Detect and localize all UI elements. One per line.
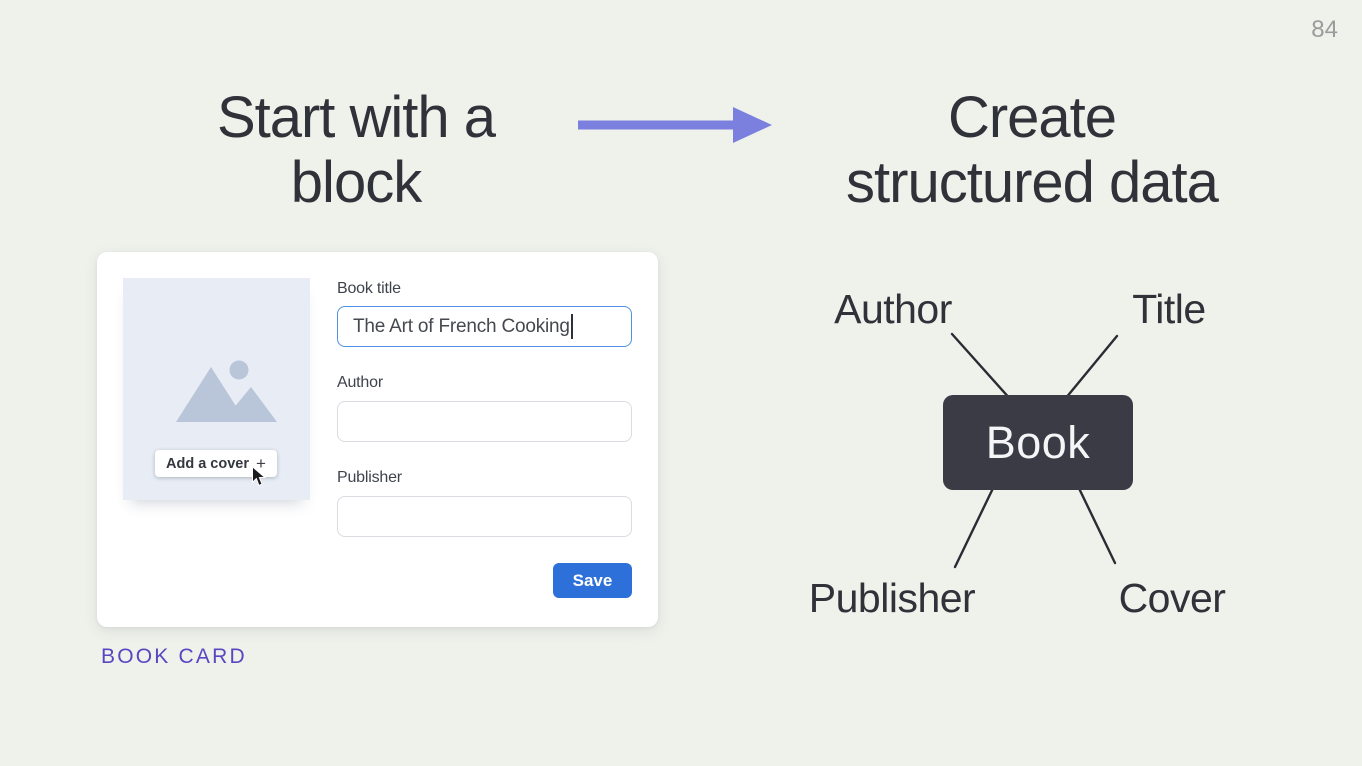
heading-left: Start with a block [96, 85, 616, 215]
book-title-input[interactable]: The Art of French Cooking [337, 306, 632, 347]
diagram-node-book: Book [943, 395, 1133, 490]
diagram-node-publisher: Publisher [808, 575, 976, 621]
author-input[interactable] [337, 401, 632, 442]
heading-left-line1: Start with a [216, 85, 496, 150]
publisher-input[interactable] [337, 496, 632, 537]
diagram-node-title: Title [1132, 286, 1206, 332]
book-title-label: Book title [337, 280, 401, 297]
publisher-label: Publisher [337, 469, 402, 486]
diagram-node-cover: Cover [1118, 575, 1226, 621]
plus-icon: + [256, 453, 266, 473]
mouse-cursor-icon [252, 466, 267, 487]
heading-right-line2: structured data [846, 150, 1219, 215]
heading-right-line1: Create [947, 85, 1117, 150]
save-button[interactable]: Save [553, 563, 632, 598]
book-title-value: The Art of French Cooking [353, 315, 570, 337]
diagram-node-author: Author [834, 286, 952, 332]
book-card: Add a cover + Book title The Art of Fren… [97, 252, 658, 627]
heading-right: Create structured data [772, 85, 1292, 215]
author-label: Author [337, 374, 383, 391]
image-icon [176, 360, 277, 422]
heading-left-line2: block [290, 150, 422, 215]
text-caret [570, 314, 573, 339]
diagram-node-book-label: Book [985, 416, 1091, 468]
book-card-caption: BOOK CARD [101, 645, 247, 668]
page-number: 84 [1311, 16, 1338, 43]
right-arrow-icon [578, 107, 772, 143]
add-cover-button-label: Add a cover [166, 455, 249, 472]
